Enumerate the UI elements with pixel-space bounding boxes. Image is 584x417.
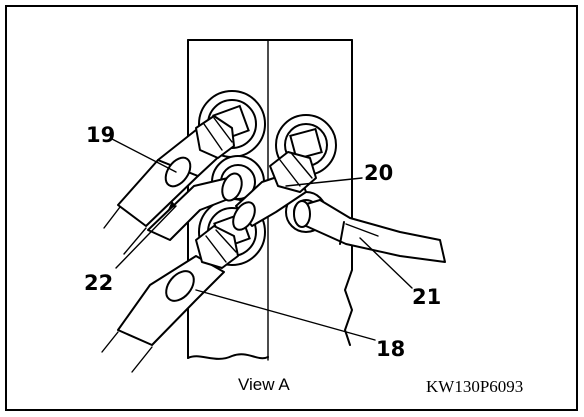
- hose-19: [117, 115, 235, 227]
- hose-18-tail-lower: [131, 346, 153, 373]
- hose-18: [117, 225, 239, 346]
- callout-20: 20: [364, 161, 393, 185]
- leader-lines: [111, 138, 413, 341]
- figure-frame: [5, 5, 578, 411]
- hose-19-tail: [103, 206, 121, 229]
- callout-19: 19: [86, 123, 115, 147]
- callout-22: 22: [84, 271, 113, 295]
- view-caption: View A: [238, 375, 290, 394]
- hose-20: [232, 151, 317, 231]
- callout-18: 18: [376, 337, 405, 361]
- hose-18-tail: [101, 331, 119, 353]
- hose-22: [147, 172, 243, 241]
- hose-19-tail-lower: [123, 227, 147, 255]
- callout-21: 21: [412, 285, 441, 309]
- figure-code: KW130P6093: [426, 377, 523, 396]
- hose-21: [293, 199, 446, 263]
